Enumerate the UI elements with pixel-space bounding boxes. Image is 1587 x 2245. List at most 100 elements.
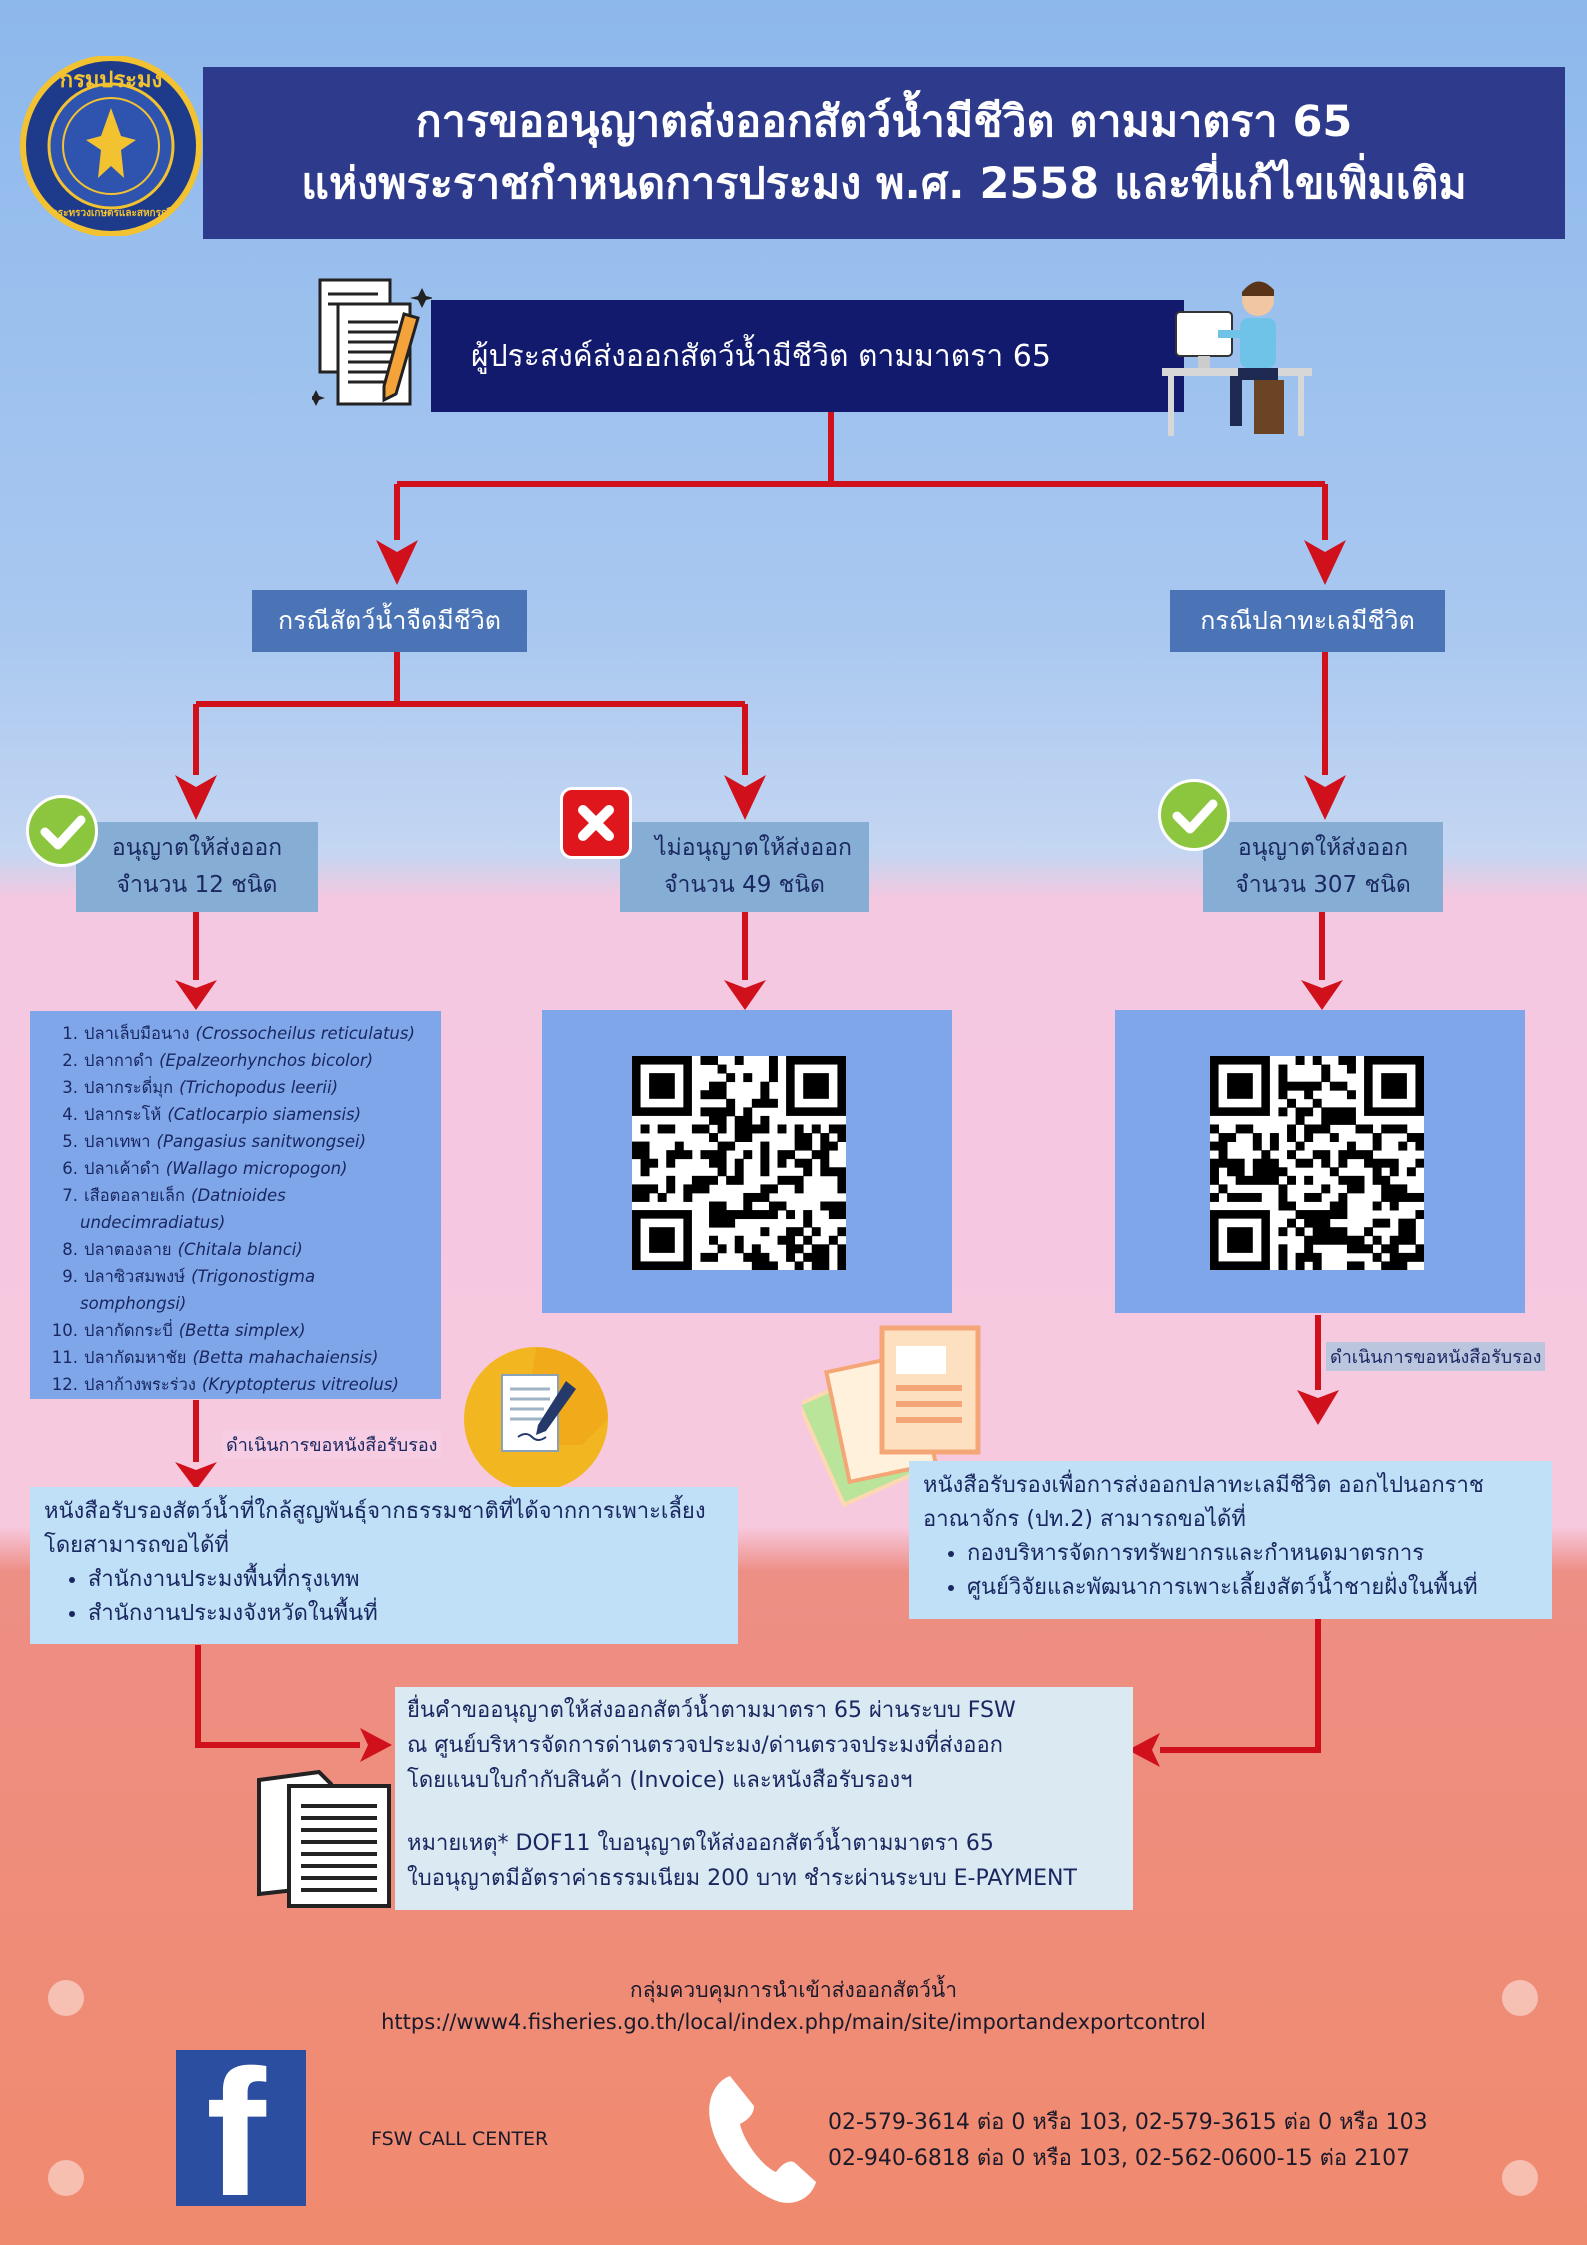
left-certificate-info: หนังสือรับรองสัตว์น้ำที่ใกล้สูญพันธุ์จาก…: [30, 1487, 738, 1644]
status-label: อนุญาตให้ส่งออก: [1237, 835, 1409, 861]
species-list: 1. ปลาเล็บมือนาง (Crossocheilus reticulatu…: [30, 1011, 441, 1399]
species-scientific-name: (Datnioides: [191, 1186, 286, 1205]
page-title: การขออนุญาตส่งออกสัตว์น้ำมีชีวิต ตามมาตร…: [203, 67, 1565, 239]
species-scientific-name: (Catlocarpio siamensis): [167, 1105, 362, 1124]
species-item: 8.ปลาตองลาย(Chitala blanci): [40, 1236, 437, 1263]
species-scientific-name: (Trichopodus leerii): [179, 1078, 339, 1097]
status-allowed-marine: อนุญาตให้ส่งออก จำนวน 307 ชนิด: [1203, 822, 1443, 912]
species-thai-name: ปลาก้างพระร่วง: [84, 1375, 196, 1394]
species-scientific-name: (Kryptopterus vitreolus): [201, 1375, 399, 1394]
documents-icon: [255, 1766, 395, 1912]
info-bullet: กองบริหารจัดการทรัพยากรและกำหนดมาตรการ: [967, 1537, 1538, 1571]
facebook-icon[interactable]: f: [176, 2050, 306, 2206]
species-thai-name: ปลาเทพา: [84, 1132, 151, 1151]
species-item: 11. ปลากัดมหาชัย (Betta mahachaiensis): [40, 1344, 437, 1371]
phone-icon: [700, 2068, 820, 2208]
species-scientific-name-cont: undecimradiatus): [80, 1213, 226, 1232]
species-item: 10. ปลากัดกระบี่ (Betta simplex): [40, 1317, 437, 1344]
species-item: 5. ปลาเทพา (Pangasius sanitwongsei): [40, 1128, 437, 1155]
person-computer-icon: [1158, 272, 1318, 442]
species-number: 2.: [62, 1051, 78, 1070]
submission-line: โดยแนบใบกำกับสินค้า (Invoice) และหนังสือ…: [407, 1768, 913, 1793]
species-scientific-name: (Pangasius sanitwongsei): [156, 1132, 367, 1151]
request-certificate-note: ดำเนินการขอหนังสือรับรอง: [222, 1430, 442, 1459]
papers-stack-icon: [796, 1322, 982, 1508]
submission-line: ณ ศูนย์บริหารจัดการด่านตรวจประมง/ด่านตรว…: [407, 1733, 1003, 1758]
decor-dot: [1502, 2160, 1538, 2196]
qr-code-icon[interactable]: [632, 1056, 847, 1271]
species-thai-name: ปลาตองลาย: [84, 1240, 172, 1259]
logo-emblem-icon: [18, 55, 204, 237]
species-scientific-name: (Betta simplex): [178, 1321, 306, 1340]
status-allowed-freshwater: อนุญาตให้ส่งออก จำนวน 12 ชนิด: [76, 822, 318, 912]
check-icon: [26, 795, 98, 867]
species-thai-name: ปลากัดกระบี่: [84, 1321, 173, 1340]
species-scientific-name: (Crossocheilus reticulatus): [195, 1024, 415, 1043]
decor-dot: [1502, 1980, 1538, 2016]
species-thai-name: เสือตอลายเล็ก: [84, 1186, 186, 1205]
qr-code-icon[interactable]: [1210, 1056, 1425, 1271]
species-thai-name: ปลากระโห้: [84, 1105, 162, 1124]
footer-url[interactable]: https://www4.fisheries.go.th/local/index…: [381, 2010, 1206, 2034]
status-count: จำนวน 307 ชนิด: [1235, 872, 1411, 898]
species-item: 12. ปลาก้างพระร่วง (Kryptopterus vitreolus…: [40, 1371, 437, 1398]
phone-line-1: 02-579-3614 ต่อ 0 หรือ 103, 02-579-3615 …: [828, 2110, 1428, 2135]
info-line: อาณาจักร (ปท.2) สามารถขอได้ที่: [923, 1507, 1246, 1532]
status-denied: ไม่อนุญาตให้ส่งออก จำนวน 49 ชนิด: [620, 822, 869, 912]
decor-dot: [48, 1980, 84, 2016]
status-count: จำนวน 49 ชนิด: [664, 872, 825, 898]
info-bullet: ศูนย์วิจัยและพัฒนาการเพาะเลี้ยงสัตว์น้ำช…: [967, 1571, 1538, 1605]
remark-line: ใบอนุญาตมีอัตราค่าธรรมเนียม 200 บาท ชำระ…: [407, 1866, 1077, 1891]
footer-group-name: กลุ่มควบคุมการนำเข้าส่งออกสัตว์น้ำ: [629, 1978, 958, 2002]
submission-line: ยื่นคำขออนุญาตให้ส่งออกสัตว์น้ำตามมาตรา …: [407, 1698, 1016, 1723]
check-icon: [1158, 779, 1230, 851]
species-item: 1. ปลาเล็บมือนาง (Crossocheilus reticulatu…: [40, 1020, 437, 1047]
species-item: 9. ปลาซิวสมพงษ์ (Trigonostigma: [40, 1263, 437, 1290]
request-certificate-note: ดำเนินการขอหนังสือรับรอง: [1326, 1342, 1546, 1371]
species-number: 1.: [62, 1024, 78, 1043]
species-item: 6. ปลาเค้าดำ (Wallago micropogon): [40, 1155, 437, 1182]
info-bullet: สำนักงานประมงพื้นที่กรุงเทพ: [88, 1563, 724, 1597]
species-number: 3.: [62, 1078, 78, 1097]
decor-dot: [48, 2160, 84, 2196]
document-pencil-icon: [307, 274, 434, 414]
logo-text-bottom: กระทรวงเกษตรและสหกรณ์: [51, 208, 171, 219]
title-line-1: การขออนุญาตส่งออกสัตว์น้ำมีชีวิต ตามมาตร…: [415, 97, 1353, 147]
species-number: 6.: [62, 1159, 78, 1178]
status-label: อนุญาตให้ส่งออก: [111, 835, 283, 861]
info-line: หนังสือรับรองเพื่อการส่งออกปลาทะเลมีชีวิ…: [923, 1473, 1484, 1498]
case-marine: กรณีปลาทะเลมีชีวิต: [1170, 590, 1445, 652]
species-scientific-name: (Betta mahachaiensis): [192, 1348, 379, 1367]
species-thai-name: ปลากัดมหาชัย: [84, 1348, 187, 1367]
species-thai-name: ปลาเค้าดำ: [84, 1159, 160, 1178]
species-scientific-name: (Trigonostigma: [191, 1267, 316, 1286]
species-thai-name: ปลาเล็บมือนาง: [84, 1024, 190, 1043]
status-label: ไม่อนุญาตให้ส่งออก: [655, 835, 852, 861]
signing-document-icon: [462, 1345, 610, 1493]
remark-line: หมายเหตุ* DOF11 ใบอนุญาตให้ส่งออกสัตว์น้…: [407, 1831, 994, 1856]
species-item: 7.เสือตอลายเล็ก(Datnioides: [40, 1182, 437, 1209]
x-icon: [560, 787, 632, 859]
species-number: 11.: [51, 1348, 78, 1367]
species-number: 4.: [62, 1105, 78, 1124]
case-freshwater: กรณีสัตว์น้ำจืดมีชีวิต: [252, 590, 527, 652]
species-thai-name: ปลากาดำ: [84, 1051, 154, 1070]
species-scientific-name: (Epalzeorhynchos bicolor): [159, 1051, 374, 1070]
species-number: 10.: [51, 1321, 78, 1340]
info-bullet: สำนักงานประมงจังหวัดในพื้นที่: [88, 1597, 724, 1631]
species-number: 9.: [62, 1267, 78, 1286]
species-item: 4. ปลากระโห้ (Catlocarpio siamensis): [40, 1101, 437, 1128]
species-thai-name: ปลาซิวสมพงษ์: [84, 1267, 186, 1286]
species-item: 3. ปลากระดี่มุก (Trichopodus leerii): [40, 1074, 437, 1101]
species-number: 12.: [51, 1375, 78, 1394]
species-number: 5.: [62, 1132, 78, 1151]
species-number: 8.: [62, 1240, 78, 1259]
info-bullets: สำนักงานประมงพื้นที่กรุงเทพ สำนักงานประม…: [44, 1563, 724, 1631]
species-thai-name: ปลากระดี่มุก: [84, 1078, 174, 1097]
species-scientific-name: (Wallago micropogon): [165, 1159, 348, 1178]
right-certificate-info: หนังสือรับรองเพื่อการส่งออกปลาทะเลมีชีวิ…: [909, 1461, 1552, 1619]
title-line-2: แห่งพระราชกำหนดการประมง พ.ศ. 2558 และที่…: [301, 159, 1467, 209]
applicant-box: ผู้ประสงค์ส่งออกสัตว์น้ำมีชีวิต ตามมาตรา…: [431, 300, 1184, 412]
